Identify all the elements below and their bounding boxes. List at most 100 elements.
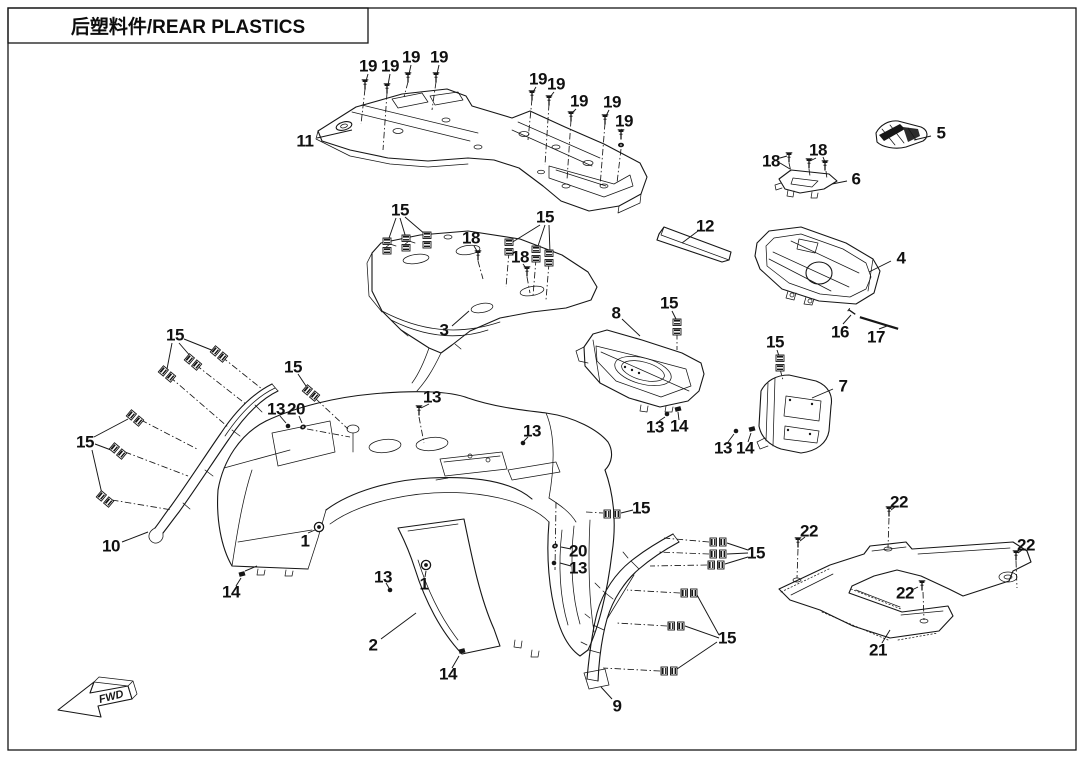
callout-1: 1 — [419, 575, 428, 594]
part-8-drawing — [575, 329, 705, 413]
dash-leader-line — [887, 517, 890, 549]
clip-fastener-icon — [95, 490, 115, 508]
title-block: 后塑料件/REAR PLASTICS — [7, 7, 369, 44]
callout-leader-line — [727, 433, 735, 443]
dash-leader-line — [656, 551, 710, 555]
part-10-drawing — [148, 383, 279, 544]
square-fastener-icon — [674, 406, 682, 412]
washer-fastener-icon — [300, 424, 306, 430]
callout-leader-line — [385, 582, 390, 589]
callout-19: 19 — [381, 57, 399, 76]
clip-fastener-icon — [382, 237, 392, 255]
callout-13: 13 — [423, 388, 441, 407]
callout-19: 19 — [570, 92, 588, 111]
callout-leader-line — [671, 310, 677, 320]
dash-leader-line — [649, 564, 708, 567]
callout-leader-line — [166, 342, 173, 370]
dash-leader-line — [602, 667, 661, 672]
callout-15: 15 — [284, 358, 302, 377]
callout-leader-line — [404, 216, 427, 236]
washer-fastener-icon — [618, 142, 624, 148]
clip-fastener-icon — [125, 409, 145, 427]
callout-15: 15 — [76, 433, 94, 452]
clip-fastener-icon — [209, 345, 229, 363]
callout-leader-line — [473, 245, 478, 252]
dash-leader-line — [554, 501, 557, 571]
dot-fastener-icon — [551, 560, 557, 566]
dash-leader-line — [663, 537, 710, 543]
part-5-drawing — [875, 120, 928, 149]
callout-leader-line — [842, 314, 852, 325]
callout-8: 8 — [611, 304, 620, 323]
callout-leader-line — [799, 536, 806, 542]
callout-leader-line — [779, 162, 791, 170]
callout-leader-line — [244, 565, 258, 572]
fwd-label: FWD — [98, 688, 125, 706]
callout-leader-line — [676, 641, 718, 670]
clip-fastener-icon — [775, 354, 785, 372]
callout-leader-line — [183, 338, 215, 352]
callout-22: 22 — [1017, 536, 1035, 555]
callout-1: 1 — [300, 532, 309, 551]
callout-leader-line — [621, 318, 641, 337]
callout-19: 19 — [402, 48, 420, 67]
callout-14: 14 — [670, 417, 689, 436]
clip-fastener-icon — [504, 238, 514, 256]
callout-20: 20 — [287, 400, 305, 419]
dash-leader-line — [418, 416, 425, 444]
dash-leader-line — [505, 251, 510, 288]
screw-fastener-icon — [415, 405, 423, 416]
pin-fastener-icon — [847, 307, 856, 315]
callout-15: 15 — [747, 544, 765, 563]
callout-leader-line — [387, 217, 397, 242]
dash-leader-line — [111, 499, 173, 511]
part-4-drawing — [754, 226, 881, 306]
callout-11: 11 — [296, 132, 313, 151]
callout-22: 22 — [890, 493, 908, 512]
dot-fastener-icon — [733, 428, 739, 434]
clip-fastener-icon — [709, 537, 727, 547]
dash-leader-line — [526, 276, 531, 294]
callout-leader-line — [811, 388, 834, 399]
screw-fastener-icon — [474, 250, 482, 261]
callout-leader-line — [878, 325, 888, 330]
callout-13: 13 — [646, 418, 664, 437]
dash-leader-line — [403, 81, 409, 98]
screw-fastener-icon — [404, 72, 412, 83]
callout-19: 19 — [430, 48, 448, 67]
screw-fastener-icon — [383, 83, 391, 94]
screw-fastener-icon — [885, 506, 893, 517]
callout-leader-line — [451, 310, 470, 327]
callout-15: 15 — [660, 294, 678, 313]
clip-fastener-icon — [672, 318, 682, 336]
dash-leader-line — [796, 548, 799, 579]
callout-19: 19 — [615, 112, 633, 131]
square-fastener-icon — [458, 648, 466, 654]
screw-fastener-icon — [567, 111, 575, 122]
clip-fastener-icon — [680, 588, 698, 598]
callout-20: 20 — [569, 542, 587, 561]
callout-10: 10 — [102, 537, 120, 556]
callout-leader-line — [297, 373, 307, 387]
callout-leader-line — [696, 594, 720, 636]
part-11-drawing — [315, 88, 648, 214]
callout-17: 17 — [867, 328, 885, 347]
screw-fastener-icon — [528, 90, 536, 101]
screw-fastener-icon — [523, 266, 531, 277]
callout-13: 13 — [523, 422, 541, 441]
dot-fastener-icon — [285, 423, 291, 429]
callout-leader-line — [307, 529, 316, 534]
dash-leader-line — [626, 589, 681, 594]
callout-18: 18 — [511, 248, 529, 267]
callout-14: 14 — [736, 439, 755, 458]
callout-leader-line — [523, 436, 529, 442]
clip-fastener-icon — [108, 442, 128, 460]
callout-leader-line — [235, 577, 242, 587]
callout-15: 15 — [166, 326, 184, 345]
callout-leader-line — [510, 224, 541, 244]
callout-leader-line — [298, 415, 303, 424]
square-fastener-icon — [748, 426, 756, 432]
callout-3: 3 — [439, 321, 448, 340]
callout-13: 13 — [374, 568, 392, 587]
